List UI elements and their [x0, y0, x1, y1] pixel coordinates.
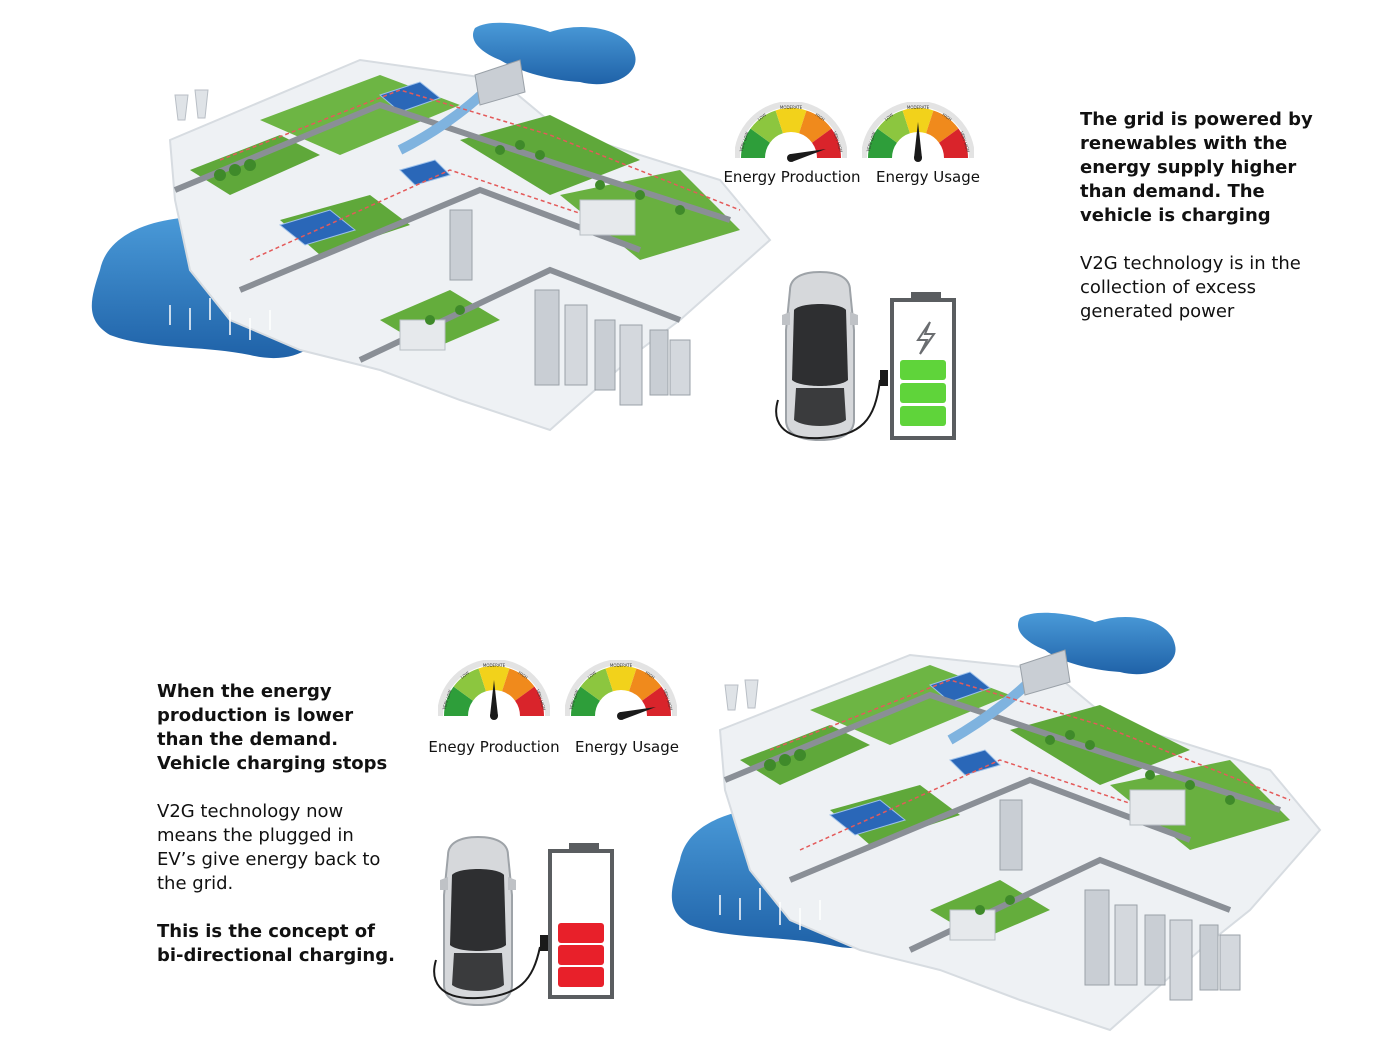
gauge-scale-label: VERY LOW [865, 131, 876, 152]
gauge-scale-label: VERY HIGH [662, 689, 673, 711]
gauge-segment [629, 668, 662, 701]
gauge-segment [453, 668, 486, 701]
discharging-heading: When the energy production is lower than… [157, 681, 388, 774]
smart-city-illustration [671, 612, 1322, 1032]
gauge-needle [490, 680, 498, 716]
gauge-scale-label: MODERATE [780, 105, 803, 110]
energy-production-label: Energy Production [723, 168, 861, 186]
gauge-segment [502, 668, 535, 701]
gauge-scale-label: VERY LOW [568, 689, 579, 710]
gauge-segment [939, 128, 968, 158]
gauge-segment [799, 110, 832, 143]
gauge-segment [902, 108, 934, 134]
gauge-segment [444, 686, 473, 716]
gauge-scale-label: MODERATE [610, 663, 633, 668]
gauge-segment [478, 666, 510, 692]
gauge-scale-label: MODERATE [483, 663, 506, 668]
gauge-scale-label: VERY LOW [441, 689, 452, 710]
gauge-segment [515, 686, 544, 716]
ev-charging-illustration [775, 270, 956, 442]
energy-usage-label: Energy Usage [875, 168, 981, 186]
gauge-hub [787, 154, 795, 162]
energy-usage-label: Energy Usage [574, 738, 680, 756]
electric-car-icon [440, 835, 516, 1007]
discharging-body: V2G technology now means the plugged in … [157, 801, 381, 894]
energy-production-gauge: VERY LOW LOW MODERATE HIGH VERY HIGH [438, 660, 550, 720]
battery-charge-bar [558, 967, 604, 987]
gauge-scale-label: LOW [757, 112, 767, 121]
smart-city-illustration [91, 22, 772, 432]
gauge-scale-label: LOW [460, 670, 470, 679]
gauge-scale-label: HIGH [517, 670, 528, 680]
gauge-scale-label: HIGH [941, 112, 952, 122]
gauge-scale-label: VERY HIGH [535, 689, 546, 711]
gauge-hub [490, 712, 498, 720]
panel-discharging-scenario: When the energy production is lower than… [0, 560, 1377, 1063]
lake [1017, 612, 1176, 675]
gauge-scale-label: LOW [587, 670, 597, 679]
gauge-segment [741, 128, 770, 158]
gauge-scale-label: MODERATE [907, 105, 930, 110]
ev-discharging-illustration [433, 835, 614, 1007]
charging-cable [433, 946, 541, 1000]
gauge-scale-label: VERY HIGH [959, 131, 970, 153]
energy-usage-gauge: VERY LOW LOW MODERATE HIGH VERY HIGH [862, 102, 974, 162]
gauge-scale-label: VERY HIGH [832, 131, 843, 153]
gauge-rim [565, 660, 677, 717]
energy-production-label: Enegy Production [428, 738, 560, 756]
gauge-scale-label: HIGH [814, 112, 825, 122]
charging-body: V2G technology is in the collection of e… [1080, 253, 1301, 322]
charging-cable [775, 379, 881, 440]
gauge-segment [580, 668, 613, 701]
bidirectional-conclusion: This is the concept of bi-directional ch… [157, 921, 395, 966]
gauge-rim [735, 102, 847, 159]
gauge-rim [438, 660, 550, 717]
battery-charge-bar [900, 360, 946, 380]
panel-charging-scenario: VERY LOW LOW MODERATE HIGH VERY HIGH Energy … [0, 0, 1377, 480]
gauge-scale-label: VERY LOW [738, 131, 749, 152]
gauge-rim [862, 102, 974, 159]
gauge-segment [571, 686, 600, 716]
gauge-needle [914, 122, 922, 158]
gauge-hub [617, 712, 625, 720]
gauge-needle [620, 707, 656, 720]
battery-charge-bar [558, 945, 604, 965]
charging-heading: The grid is powered by renewables with t… [1080, 109, 1313, 226]
gauge-segment [877, 110, 910, 143]
battery-charge-bar [900, 406, 946, 426]
gauge-scale-label: HIGH [644, 670, 655, 680]
lightning-bolt-icon [916, 321, 936, 355]
electric-car-icon [782, 270, 858, 442]
gauge-segment [605, 666, 637, 692]
gauge-scale-label: LOW [884, 112, 894, 121]
lake [472, 22, 636, 85]
battery-icon [548, 843, 614, 999]
gauge-segment [926, 110, 959, 143]
gauge-segment [868, 128, 897, 158]
gauge-segment [775, 108, 807, 134]
gauge-needle [790, 149, 826, 162]
discharging-explanation: When the energy production is lower than… [157, 680, 397, 968]
battery-charge-bar [558, 923, 604, 943]
gauge-hub [914, 154, 922, 162]
battery-charge-bar [900, 383, 946, 403]
gauge-segment [750, 110, 783, 143]
energy-usage-gauge: VERY LOW LOW MODERATE HIGH VERY HIGH [565, 660, 677, 720]
battery-icon [890, 292, 956, 440]
energy-production-gauge: VERY LOW LOW MODERATE HIGH VERY HIGH [735, 102, 847, 162]
charging-explanation: The grid is powered by renewables with t… [1080, 108, 1325, 324]
